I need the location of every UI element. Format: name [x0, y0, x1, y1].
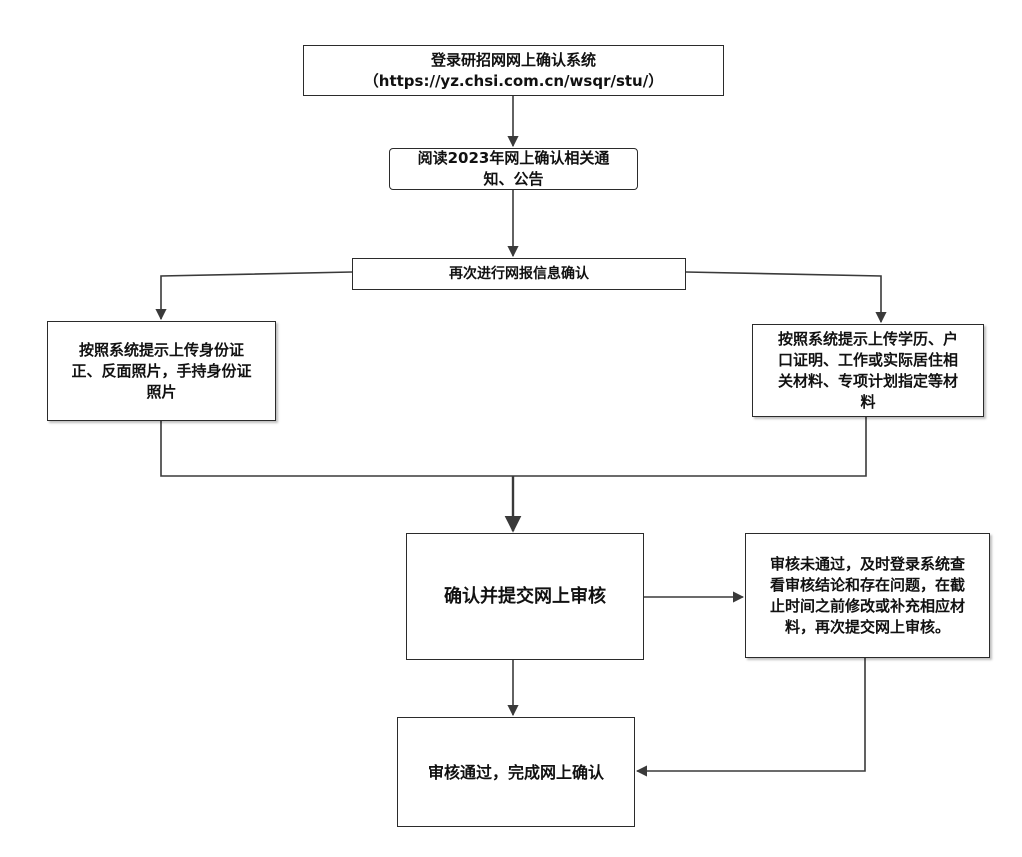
arrow-reconfirm-to-upload-id	[155, 271, 353, 321]
review-failed-text: 审核未通过，及时登录系统查 看审核结论和存在问题，在截 止时间之前修改或补充相应…	[769, 554, 965, 636]
upload-materials-text: 按照系统提示上传学历、户 口证明、工作或实际居住相 关材料、专项计划指定等材 料	[777, 329, 958, 411]
upload-id-photos-box: 按照系统提示上传身份证 正、反面照片，手持身份证 照片	[47, 321, 276, 421]
read-notice-box: 阅读2023年网上确认相关通 知、公告	[389, 148, 638, 190]
merge-line-left	[160, 421, 513, 477]
arrow-reconfirm-to-upload-materials	[685, 271, 887, 324]
reconfirm-info-text: 再次进行网报信息确认	[449, 265, 589, 282]
reconfirm-info-box: 再次进行网报信息确认	[352, 258, 686, 290]
arrow-failed-to-passed	[635, 658, 866, 777]
login-system-box: 登录研招网网上确认系统 （https://yz.chsi.com.cn/wsqr…	[303, 45, 724, 96]
review-failed-box: 审核未通过，及时登录系统查 看审核结论和存在问题，在截 止时间之前修改或补充相应…	[745, 533, 990, 658]
merge-line-right	[513, 417, 867, 477]
upload-id-photos-text: 按照系统提示上传身份证 正、反面照片，手持身份证 照片	[71, 340, 252, 401]
submit-review-text: 确认并提交网上审核	[444, 586, 606, 607]
review-passed-text: 审核通过，完成网上确认	[427, 762, 604, 782]
submit-review-box: 确认并提交网上审核	[406, 533, 644, 660]
login-system-text: 登录研招网网上确认系统 （https://yz.chsi.com.cn/wsqr…	[363, 50, 664, 90]
upload-materials-box: 按照系统提示上传学历、户 口证明、工作或实际居住相 关材料、专项计划指定等材 料	[752, 324, 984, 417]
review-passed-box: 审核通过，完成网上确认	[397, 717, 635, 827]
read-notice-text: 阅读2023年网上确认相关通 知、公告	[417, 149, 610, 188]
